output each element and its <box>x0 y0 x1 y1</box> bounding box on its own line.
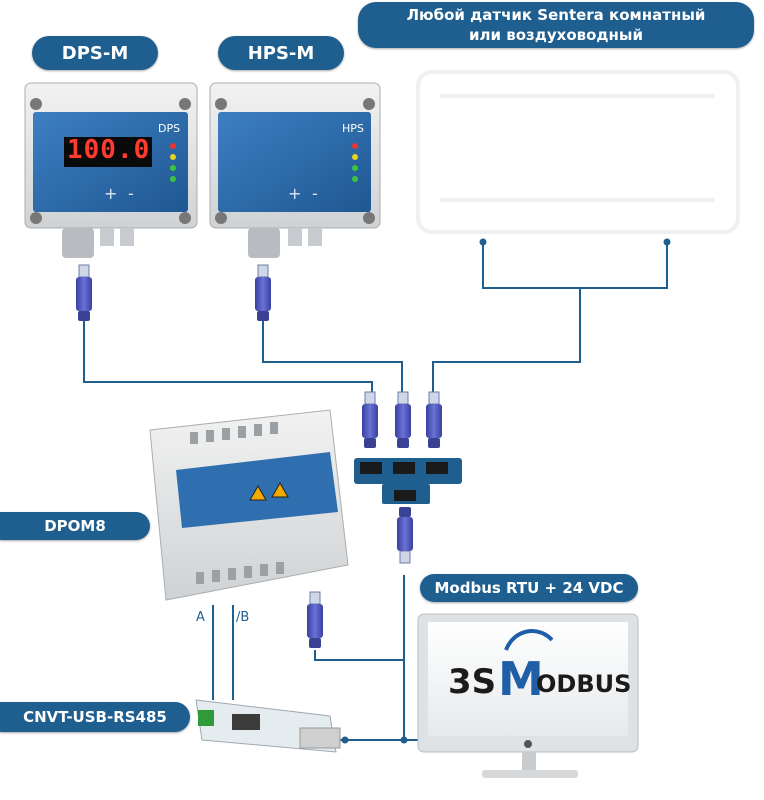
sensor-note-label: Любой датчик Sentera комнатный или возду… <box>358 2 754 48</box>
hps-brand-text: HPS <box>342 122 364 135</box>
sensor-note-line1: Любой датчик Sentera комнатный <box>406 6 706 24</box>
dps-plus-label: + <box>104 184 118 203</box>
dpom-plug <box>306 591 324 649</box>
dps-minus-label: - <box>128 184 134 203</box>
hps-m-device <box>209 82 381 258</box>
sensor-node-right <box>663 238 671 246</box>
dps-plug <box>75 264 93 322</box>
splitter-plug-1 <box>361 391 379 449</box>
wire-sensor-down <box>432 288 581 392</box>
wire-sensor <box>482 242 668 289</box>
modbus-label: Modbus RTU + 24 VDC <box>420 574 638 602</box>
splitter-plug-3 <box>425 391 443 449</box>
cnvt-label: CNVT-USB-RS485 <box>0 702 190 732</box>
monitor <box>417 613 639 778</box>
sensor-note-line2: или воздуховодный <box>469 26 643 44</box>
modbus-logo-left: 3S <box>448 662 497 702</box>
wire-a-label: A <box>196 610 205 625</box>
modbus-node <box>400 736 408 744</box>
rj45-splitter <box>354 458 462 504</box>
dps-display-value: 100.0 <box>67 135 151 165</box>
modbus-logo-right: ODBUS <box>536 670 632 698</box>
hps-plug <box>254 264 272 322</box>
dpom8-label-text: DPOM8 <box>44 517 106 535</box>
modbus-logo-m: M <box>498 652 544 706</box>
generic-sensor-outline <box>416 70 740 234</box>
wire-b-label: /B <box>236 610 250 625</box>
wire-dpom-modbus <box>314 650 404 661</box>
dps-m-label-text: DPS-M <box>61 42 129 64</box>
dps-m-label: DPS-M <box>32 36 158 70</box>
wire-modbus-bus <box>403 575 418 741</box>
hps-minus-label: - <box>312 184 318 203</box>
dpom8-module <box>149 409 349 601</box>
splitter-plug-down <box>396 506 414 564</box>
wire-dps <box>83 320 373 392</box>
dpom8-label: DPOM8 <box>0 512 150 540</box>
usb-node <box>341 736 349 744</box>
sensor-node-left <box>479 238 487 246</box>
hps-plus-label: + <box>288 184 302 203</box>
modbus-label-text: Modbus RTU + 24 VDC <box>434 579 624 597</box>
hps-m-label: HPS-M <box>218 36 344 70</box>
wire-hps <box>262 320 403 392</box>
dps-m-device <box>24 82 198 258</box>
cnvt-usb-converter <box>195 699 341 753</box>
hps-m-label-text: HPS-M <box>247 42 315 64</box>
cnvt-label-text: CNVT-USB-RS485 <box>23 708 167 726</box>
dps-brand-text: DPS <box>158 122 181 135</box>
splitter-plug-2 <box>394 391 412 449</box>
